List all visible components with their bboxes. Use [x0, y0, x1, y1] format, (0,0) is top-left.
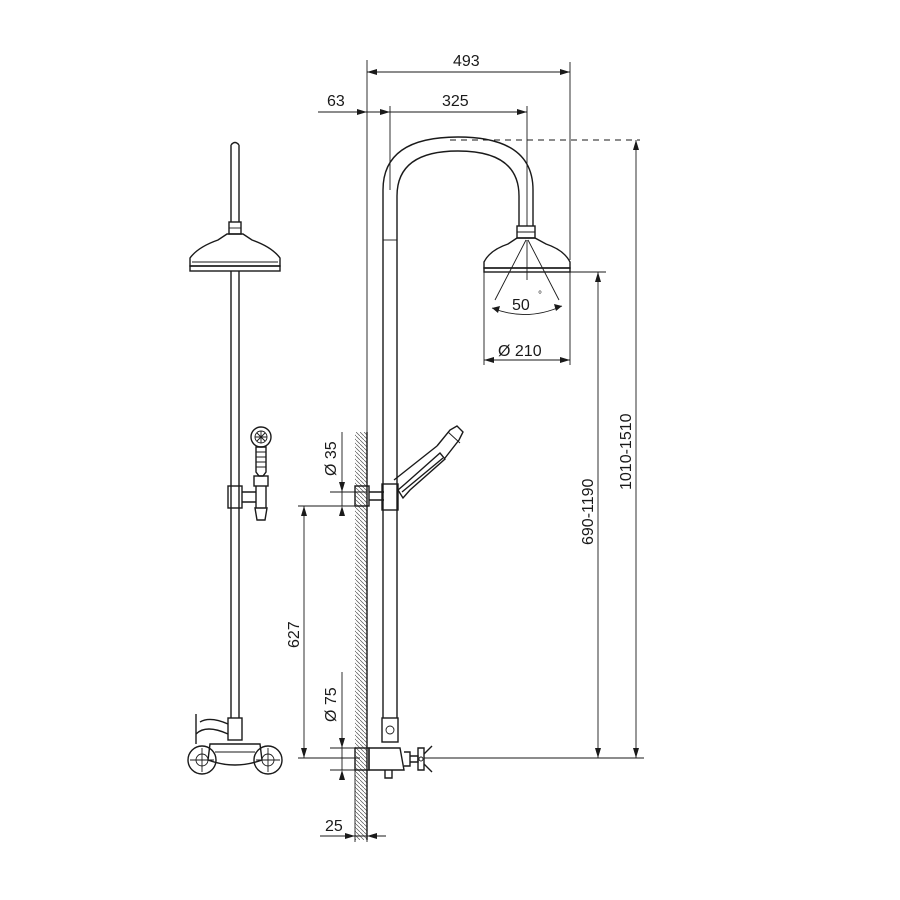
side-riser-outer [382, 136, 534, 718]
front-top-pipe [230, 141, 240, 222]
dim-arm-reach: 325 [442, 93, 469, 110]
dim-pipe-diameter: Ø 35 [323, 441, 340, 476]
dim-wall-offset: 63 [327, 93, 345, 110]
wall-section [355, 432, 367, 840]
dim-wall-depth: 25 [325, 818, 343, 835]
side-lower-connector [381, 717, 399, 743]
spray-cone-left [494, 239, 527, 301]
front-hand-shower [250, 426, 272, 521]
front-lower-connector [227, 717, 243, 741]
dim-flange-diameter: Ø 75 [323, 687, 340, 722]
dim-total-width: 493 [453, 53, 480, 70]
side-slide-bracket [381, 483, 399, 511]
side-riser-inner [396, 150, 520, 718]
spray-angle-degree: ° [538, 290, 542, 301]
front-view [187, 141, 283, 775]
front-slide-bracket [227, 485, 256, 509]
dim-bracket-height: 627 [286, 621, 303, 648]
front-mixer-body [187, 743, 283, 775]
front-shower-head [189, 233, 281, 272]
front-main-pipe [230, 271, 240, 718]
dim-total-height: 1010-1510 [618, 413, 635, 490]
side-mixer-body [368, 745, 433, 779]
dim-head-diameter: Ø 210 [498, 343, 542, 360]
front-hose [195, 718, 229, 735]
side-hand-shower [393, 425, 464, 500]
spray-angle-label: 50 [512, 297, 530, 314]
side-view: 50 ° [354, 136, 571, 840]
dim-head-height: 690-1190 [580, 478, 597, 545]
spray-cone-right [527, 239, 560, 301]
dimension-lines: 493 63 325 Ø 210 1010-1510 690-1190 [286, 53, 644, 842]
